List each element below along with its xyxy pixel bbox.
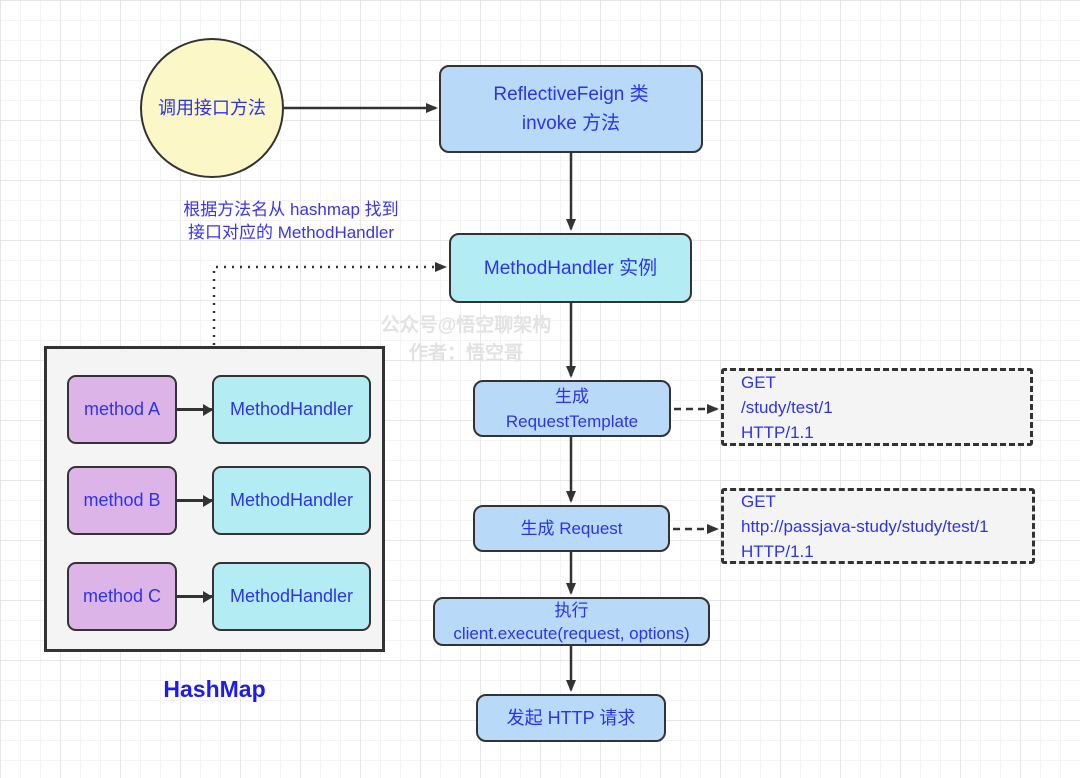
hashmap-value-method-handler-b: MethodHandler xyxy=(212,466,371,535)
annotation-line2: 接口对应的 MethodHandler xyxy=(188,223,394,242)
detail-request-template-method: GET xyxy=(741,372,776,392)
node-reflective-feign-invoke: ReflectiveFeign 类 invoke 方法 xyxy=(439,65,703,153)
hashmap-key-method-a: method A xyxy=(67,375,177,444)
detail-request-url: http://passjava-study/study/test/1 xyxy=(741,516,989,536)
node-reflective-feign-line1: ReflectiveFeign 类 xyxy=(493,84,649,105)
node-generate-request-template: 生成 RequestTemplate xyxy=(473,380,671,437)
hashmap-key-method-b-label: method B xyxy=(83,490,161,510)
hashmap-value-c-label: MethodHandler xyxy=(229,586,354,606)
watermark-line2: 作者：悟空哥 xyxy=(408,343,523,364)
detail-request-protocol: HTTP/1.1 xyxy=(741,541,814,561)
annotation-hashmap-lookup: 根据方法名从 hashmap 找到 接口对应的 MethodHandler xyxy=(160,198,422,244)
node-generate-request-label: 生成 Request xyxy=(520,519,623,538)
node-generate-request: 生成 Request xyxy=(473,505,670,552)
node-execute-client: 执行 client.execute(request, options) xyxy=(433,597,710,646)
hashmap-key-method-c: method C xyxy=(67,562,177,631)
node-method-handler-instance-label: MethodHandler 实例 xyxy=(483,257,658,279)
detail-request-template-protocol: HTTP/1.1 xyxy=(741,422,814,442)
hashmap-value-a-label: MethodHandler xyxy=(229,399,354,419)
detail-request: GET http://passjava-study/study/test/1 H… xyxy=(721,488,1035,564)
hashmap-row-a: method A MethodHandler xyxy=(67,375,382,444)
node-send-http-request: 发起 HTTP 请求 xyxy=(476,694,666,742)
detail-request-template-path: /study/test/1 xyxy=(741,397,833,417)
hashmap-panel: method A MethodHandler method B MethodHa… xyxy=(44,346,385,652)
detail-request-method: GET xyxy=(741,491,776,511)
node-send-http-request-label: 发起 HTTP 请求 xyxy=(506,707,636,728)
row-arrow-icon xyxy=(177,408,212,411)
row-arrow-icon xyxy=(177,499,212,502)
start-node-call-interface-method: 调用接口方法 xyxy=(140,38,284,178)
hashmap-row-b: method B MethodHandler xyxy=(67,466,382,535)
node-execute-client-line1: 执行 xyxy=(554,600,589,620)
watermark: 公众号@悟空聊架构 作者：悟空哥 xyxy=(336,312,596,368)
hashmap-key-method-b: method B xyxy=(67,466,177,535)
node-generate-request-template-line1: 生成 xyxy=(555,386,589,406)
node-reflective-feign-line2: invoke 方法 xyxy=(521,113,621,134)
hashmap-value-b-label: MethodHandler xyxy=(229,490,354,510)
start-node-label: 调用接口方法 xyxy=(158,97,266,118)
hashmap-key-method-a-label: method A xyxy=(83,399,161,419)
watermark-line1: 公众号@悟空聊架构 xyxy=(380,315,552,336)
detail-request-template: GET /study/test/1 HTTP/1.1 xyxy=(721,368,1033,446)
node-execute-client-line2: client.execute(request, options) xyxy=(453,623,690,643)
annotation-line1: 根据方法名从 hashmap 找到 xyxy=(183,200,399,219)
hashmap-value-method-handler-a: MethodHandler xyxy=(212,375,371,444)
row-arrow-icon xyxy=(177,595,212,598)
hashmap-caption: HashMap xyxy=(163,676,266,702)
hashmap-value-method-handler-c: MethodHandler xyxy=(212,562,371,631)
hashmap-key-method-c-label: method C xyxy=(82,586,162,606)
node-method-handler-instance: MethodHandler 实例 xyxy=(449,233,692,303)
node-generate-request-template-line2: RequestTemplate xyxy=(505,411,639,431)
hashmap-row-c: method C MethodHandler xyxy=(67,562,382,631)
